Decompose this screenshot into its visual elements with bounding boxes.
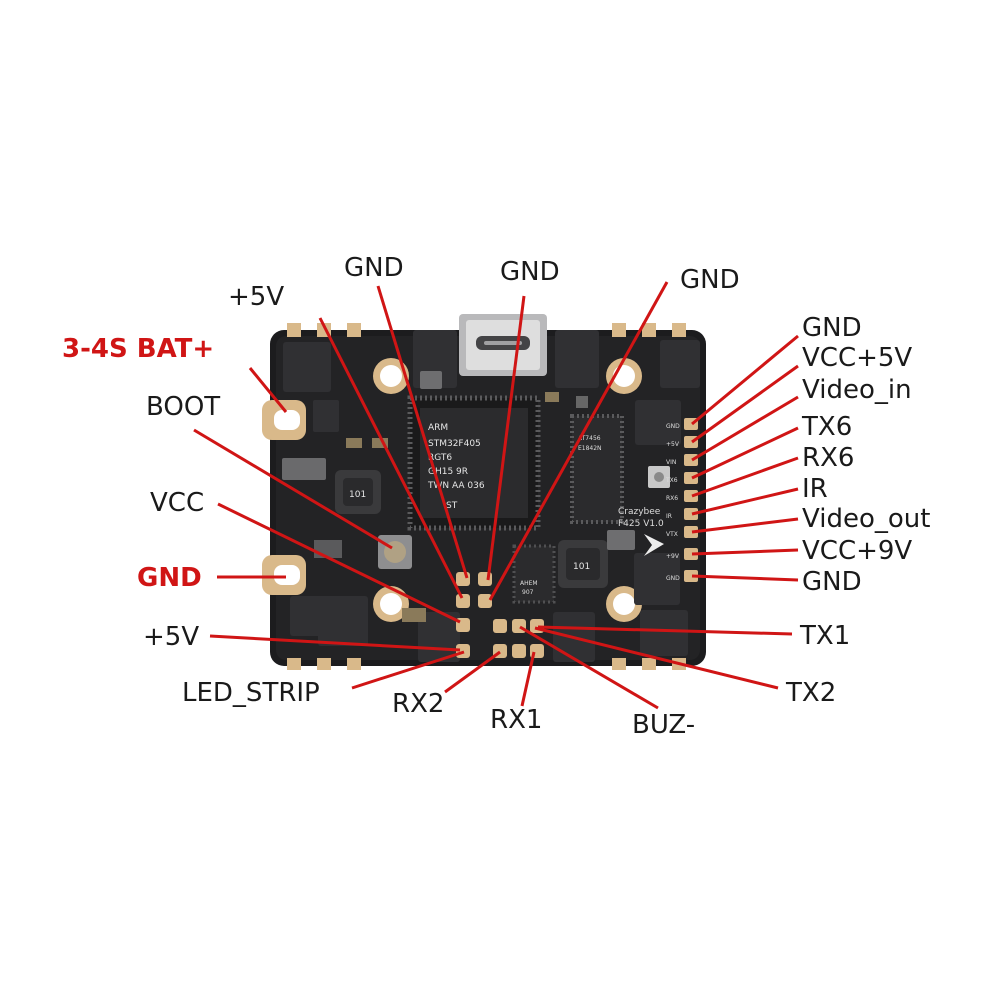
mcu-chip: ARM STM32F405 RGT6 GH15 9R TWN AA 036 ST [407, 395, 541, 531]
esc-mosfets [283, 330, 700, 662]
leader-r-tx6 [691, 426, 799, 480]
leader-r-vcc5 [691, 364, 799, 444]
chip-logo-text: ST [446, 501, 458, 511]
leader-gnd-top-right [488, 281, 669, 601]
label-r-video-in: Video_in [802, 375, 912, 405]
inductor-left-text: 101 [349, 490, 366, 500]
boot-button [378, 535, 412, 569]
silkscreen-pad-label: IR [666, 513, 672, 520]
label-buz: BUZ- [632, 710, 695, 740]
silkscreen-pad-label: GND [666, 423, 680, 430]
leader-vcc [217, 502, 461, 624]
silkscreen-pad-label: TX6 [665, 477, 678, 484]
label-gnd-left: GND [137, 563, 202, 593]
barometer-sensor [648, 466, 670, 488]
label-r-video-out: Video_out [802, 504, 930, 534]
top-edge-pads [287, 323, 686, 337]
leader-gnd-top-mid [486, 295, 526, 581]
leader-rx1 [520, 651, 536, 707]
label-r-gnd-bottom: GND [802, 567, 862, 597]
chip-part-text: STM32F405 [428, 439, 481, 449]
silkscreen-pad-label: GND [666, 575, 680, 582]
label-r-rx6: RX6 [802, 443, 854, 473]
battery-pad-positive [262, 400, 306, 440]
leader-r-vcc9 [691, 548, 799, 556]
inductor-right-text: 101 [573, 562, 590, 572]
board-name-line2: F425 V1.0 [618, 519, 664, 529]
label-gnd-top-right: GND [680, 265, 740, 295]
leader-r-ir [691, 487, 799, 516]
label-gnd-top-left: GND [344, 253, 404, 283]
leader-gnd-top-left [376, 285, 469, 579]
label-r-vcc5: VCC+5V [802, 343, 912, 373]
leader-bat [248, 367, 288, 413]
inductor-left: 101 [335, 470, 381, 514]
leader-r-video-out [691, 517, 799, 534]
chip-line4-text: TWN AA 036 [427, 481, 485, 491]
orientation-arrow-icon [644, 534, 664, 556]
leader-tx1 [537, 625, 793, 636]
chip-line3-text: GH15 9R [428, 467, 468, 477]
leader-led-strip [351, 650, 465, 690]
label-tx1: TX1 [799, 621, 850, 651]
label-plus5v-top: +5V [228, 282, 284, 312]
silkscreen-pad-label: RX6 [666, 495, 678, 502]
osd-line2-text: E1842N [578, 445, 602, 452]
leader-r-video-in [691, 395, 799, 462]
label-bat: 3-4S BAT+ [62, 334, 214, 364]
label-boot: BOOT [146, 392, 220, 422]
label-r-gnd-top: GND [802, 313, 862, 343]
label-r-vcc9: VCC+9V [802, 536, 912, 566]
leader-r-gnd-bottom [691, 574, 799, 582]
leader-tx2 [534, 626, 779, 690]
capacitors [282, 371, 635, 622]
mounting-holes [373, 358, 642, 622]
label-rx2: RX2 [392, 689, 444, 719]
leader-buz [519, 625, 659, 710]
silkscreen-pad-label: +9V [666, 553, 680, 560]
small-ic-line2: 907 [522, 589, 534, 596]
leader-rx2 [444, 650, 501, 694]
silkscreen-pad-label: VTX [666, 531, 678, 538]
chip-line2-text: RGT6 [428, 453, 452, 463]
right-edge-pads [684, 418, 698, 582]
label-r-tx6: TX6 [801, 412, 852, 442]
battery-pad-negative [262, 555, 306, 595]
leader-plus5v-left [209, 634, 461, 652]
label-r-ir: IR [802, 474, 828, 504]
small-ic: AHEM 907 [512, 544, 556, 604]
osd-line1-text: AT7456 [578, 435, 601, 442]
inductor-right: 101 [558, 540, 608, 588]
silkscreen-pad-label: +5V [666, 441, 680, 448]
osd-chip: AT7456 E1842N [570, 414, 624, 524]
board-name-line1: Crazybee [618, 507, 661, 517]
label-tx2: TX2 [785, 678, 836, 708]
leader-boot [193, 428, 393, 550]
label-vcc: VCC [150, 488, 204, 518]
flight-controller-board: ARM STM32F405 RGT6 GH15 9R TWN AA 036 ST… [262, 314, 706, 670]
label-led-strip: LED_STRIP [182, 678, 320, 708]
usb-connector [459, 314, 547, 376]
leader-plus5v-top [318, 317, 464, 599]
leader-r-rx6 [691, 456, 799, 498]
label-rx1: RX1 [490, 705, 542, 735]
leader-r-gnd-top [691, 334, 799, 426]
label-plus5v-left: +5V [143, 622, 199, 652]
silkscreen-pad-label: VIN [666, 459, 676, 466]
label-gnd-top-mid: GND [500, 257, 560, 287]
leader-lines [193, 281, 799, 710]
pin-labels: GND GND GND +5V 3-4S BAT+ BOOT VCC GND +… [62, 253, 930, 740]
chip-brand-text: ARM [428, 423, 448, 433]
small-ic-line1: AHEM [520, 580, 538, 587]
